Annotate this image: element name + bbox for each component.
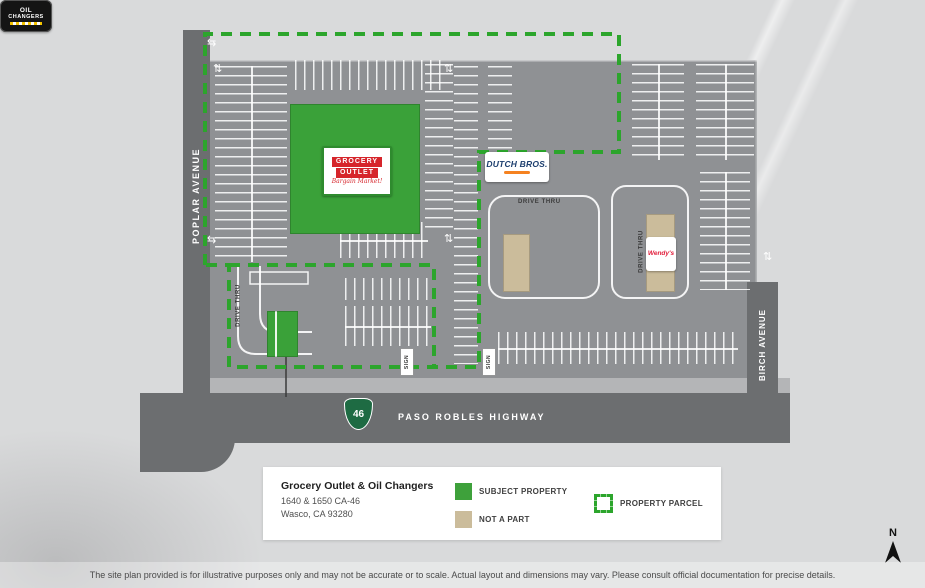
traffic-arrow-icon: ⇅ [763,251,773,263]
road-label-birch-avenue: BIRCH AVENUE [757,309,767,382]
legend-item-subject-property: SUBJECT PROPERTY [455,483,567,500]
parking-stalls [498,332,738,364]
disclaimer-text: The site plan provided is for illustrati… [89,570,836,580]
parking-stalls [488,66,512,150]
road-birch-avenue [747,282,778,443]
oil-changers-checker-icon [10,22,42,26]
oil-changers-logo: OIL CHANGERS [0,0,52,32]
wendys-logo: Wendy's [646,237,676,271]
grocery-outlet-logo: GROCERY OUTLET Bargain Market! [322,146,392,196]
grocery-outlet-logo-line1: GROCERY [331,157,383,167]
legend-item-not-a-part: NOT A PART [455,511,530,528]
legend-item-property-parcel: PROPERTY PARCEL [594,494,703,513]
sidewalk-strip [210,378,790,393]
property-parcel-swatch-icon [594,494,613,513]
road-paso-robles-highway [140,393,790,443]
not-a-part-swatch-icon [455,511,472,528]
subject-property-swatch-icon [455,483,472,500]
parking-stalls [700,172,750,290]
road-corner-flare [140,420,235,472]
legend-address-line1: 1640 & 1650 CA-46 [281,496,361,506]
compass-north-label: N [889,527,897,539]
parking-stalls [345,306,431,346]
oil-changers-logo-line1: OIL [19,6,33,14]
parking-stalls [215,66,287,262]
parking-stalls [425,64,453,230]
legend: Grocery Outlet & Oil Changers 1640 & 165… [263,467,721,540]
parking-stalls [632,64,684,160]
north-arrow-icon [885,541,901,563]
oil-changers-logo-line2: CHANGERS [8,14,44,21]
wendys-logo-text: Wendy's [647,249,675,257]
north-compass: N [878,528,908,568]
legend-info: Grocery Outlet & Oil Changers 1640 & 165… [281,480,433,521]
drive-thru-label-dutch-bros: DRIVE THRU [518,199,561,205]
sign-marker: SIGN [401,349,413,375]
sign-marker: SIGN [483,349,495,375]
footer-band [0,562,925,588]
traffic-arrow-icon: ⇅ [213,63,223,75]
road-label-paso-robles-highway: PASO ROBLES HIGHWAY [398,412,546,422]
drive-thru-label-oil-changers: DRIVE THRU [235,284,241,327]
oil-changers-building [267,311,298,357]
legend-title: Grocery Outlet & Oil Changers [281,480,434,492]
parking-stalls [345,278,431,300]
traffic-arrow-icon: ⇅ [444,63,454,75]
dutch-bros-logo: DUTCH BROS. [485,152,549,182]
parking-stalls [696,64,754,160]
dutch-bros-swoosh-icon [504,170,530,174]
grocery-outlet-logo-line2: OUTLET [336,168,378,178]
legend-address-line2: Wasco, CA 93280 [281,509,353,520]
parking-stalls [454,66,478,364]
highway-shield-number: 46 [352,408,365,420]
road-label-poplar-avenue: POPLAR AVENUE [191,148,201,245]
traffic-arrow-icon: ⇅ [444,233,454,245]
traffic-arrow-icon: ⇆ [207,234,217,246]
drive-thru-label-wendys: DRIVE THRU [638,230,644,273]
dutch-bros-logo-text: DUTCH BROS. [486,159,548,170]
dutch-bros-building [503,234,530,292]
traffic-arrow-icon: ⇆ [207,37,217,49]
grocery-outlet-tagline: Bargain Market! [331,177,383,185]
